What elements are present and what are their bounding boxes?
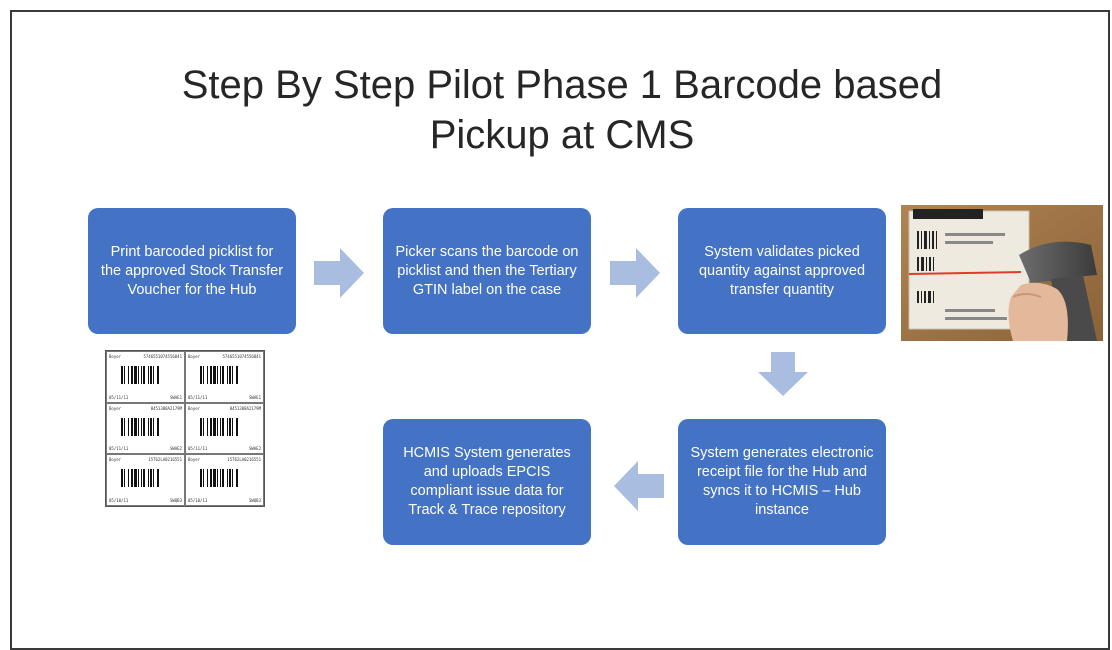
- label-bottom-right: SWAE1: [248, 394, 261, 400]
- label-top-right: 5746551074556841: [143, 354, 182, 359]
- step-5-box: HCMIS System generates and uploads EPCIS…: [383, 419, 591, 545]
- title-line-2: Pickup at CMS: [429, 113, 695, 157]
- label-bottom-left: 05/11/11: [109, 394, 129, 400]
- label-top-left: Boyer: [109, 405, 122, 411]
- slide: Step By Step Pilot Phase 1 Barcode based…: [10, 10, 1110, 650]
- barcode-icon: [121, 417, 159, 436]
- label-bottom-left: 05/11/11: [188, 394, 208, 400]
- barcode-label: Boyer 8451388A2179M 05/11/11 SWAE2: [185, 402, 264, 455]
- barcode-label: Boyer 5746551074556841 05/11/11 SWAE1: [106, 351, 185, 403]
- label-top-left: Boyer: [188, 354, 201, 359]
- label-top-left: Boyer: [188, 457, 201, 463]
- label-top-left: Boyer: [109, 457, 122, 463]
- barcode-scanner-photo: [901, 205, 1103, 341]
- arrow-left: [614, 461, 664, 511]
- barcode-icon: [200, 366, 238, 384]
- barcode-icon: [121, 469, 159, 488]
- label-top-right: 15762LA0216551: [227, 457, 261, 463]
- label-bottom-right: SWQB3: [169, 498, 182, 503]
- step-4-text: System generates electronic receipt file…: [690, 445, 874, 518]
- step-3-box: System validates picked quantity against…: [678, 208, 886, 334]
- label-bottom-left: 05/11/11: [188, 446, 208, 452]
- barcode-label: Boyer 5746551074556841 05/11/11 SWAE1: [185, 351, 264, 403]
- label-bottom-right: SWAE2: [248, 446, 261, 452]
- barcode-label: Boyer 15762LA0216551 05/10/11 SWQB3: [106, 454, 185, 506]
- arrow-right-2: [610, 248, 660, 298]
- step-1-text: Print barcoded picklist for the approved…: [100, 243, 284, 298]
- label-top-right: 8451388A2179M: [150, 405, 182, 411]
- label-bottom-right: SWAE1: [169, 394, 182, 400]
- label-top-left: Boyer: [188, 405, 201, 411]
- step-5-text: HCMIS System generates and uploads EPCIS…: [403, 445, 571, 518]
- label-bottom-left: 05/10/11: [188, 498, 208, 503]
- barcode-icon: [121, 366, 159, 384]
- label-bottom-left: 05/10/11: [109, 498, 129, 503]
- label-bottom-right: SWAE2: [169, 446, 182, 452]
- slide-title: Step By Step Pilot Phase 1 Barcode based…: [12, 60, 1112, 160]
- step-2-box: Picker scans the barcode on picklist and…: [383, 208, 591, 334]
- step-1-box: Print barcoded picklist for the approved…: [88, 208, 296, 334]
- label-bottom-left: 05/11/11: [109, 446, 129, 452]
- barcode-label-sheet: Boyer 5746551074556841 05/11/11 SWAE1 Bo…: [105, 350, 265, 507]
- arrow-right-1: [314, 248, 364, 298]
- label-top-right: 5746551074556841: [222, 354, 261, 359]
- title-line-1: Step By Step Pilot Phase 1 Barcode based: [181, 63, 943, 107]
- label-top-left: Boyer: [109, 354, 122, 359]
- label-top-right: 8451388A2179M: [229, 405, 261, 411]
- label-top-right: 15762LA0216551: [148, 457, 182, 463]
- step-2-text: Picker scans the barcode on picklist and…: [395, 243, 579, 298]
- barcode-label: Boyer 15762LA0216551 05/10/11 SWQB3: [185, 454, 264, 506]
- barcode-label: Boyer 8451388A2179M 05/11/11 SWAE2: [106, 402, 185, 455]
- step-3-text: System validates picked quantity against…: [698, 243, 866, 298]
- barcode-icon: [200, 469, 238, 488]
- label-bottom-right: SWQB3: [248, 498, 261, 503]
- arrow-down: [758, 352, 808, 396]
- step-4-box: System generates electronic receipt file…: [678, 419, 886, 545]
- barcode-icon: [200, 417, 238, 436]
